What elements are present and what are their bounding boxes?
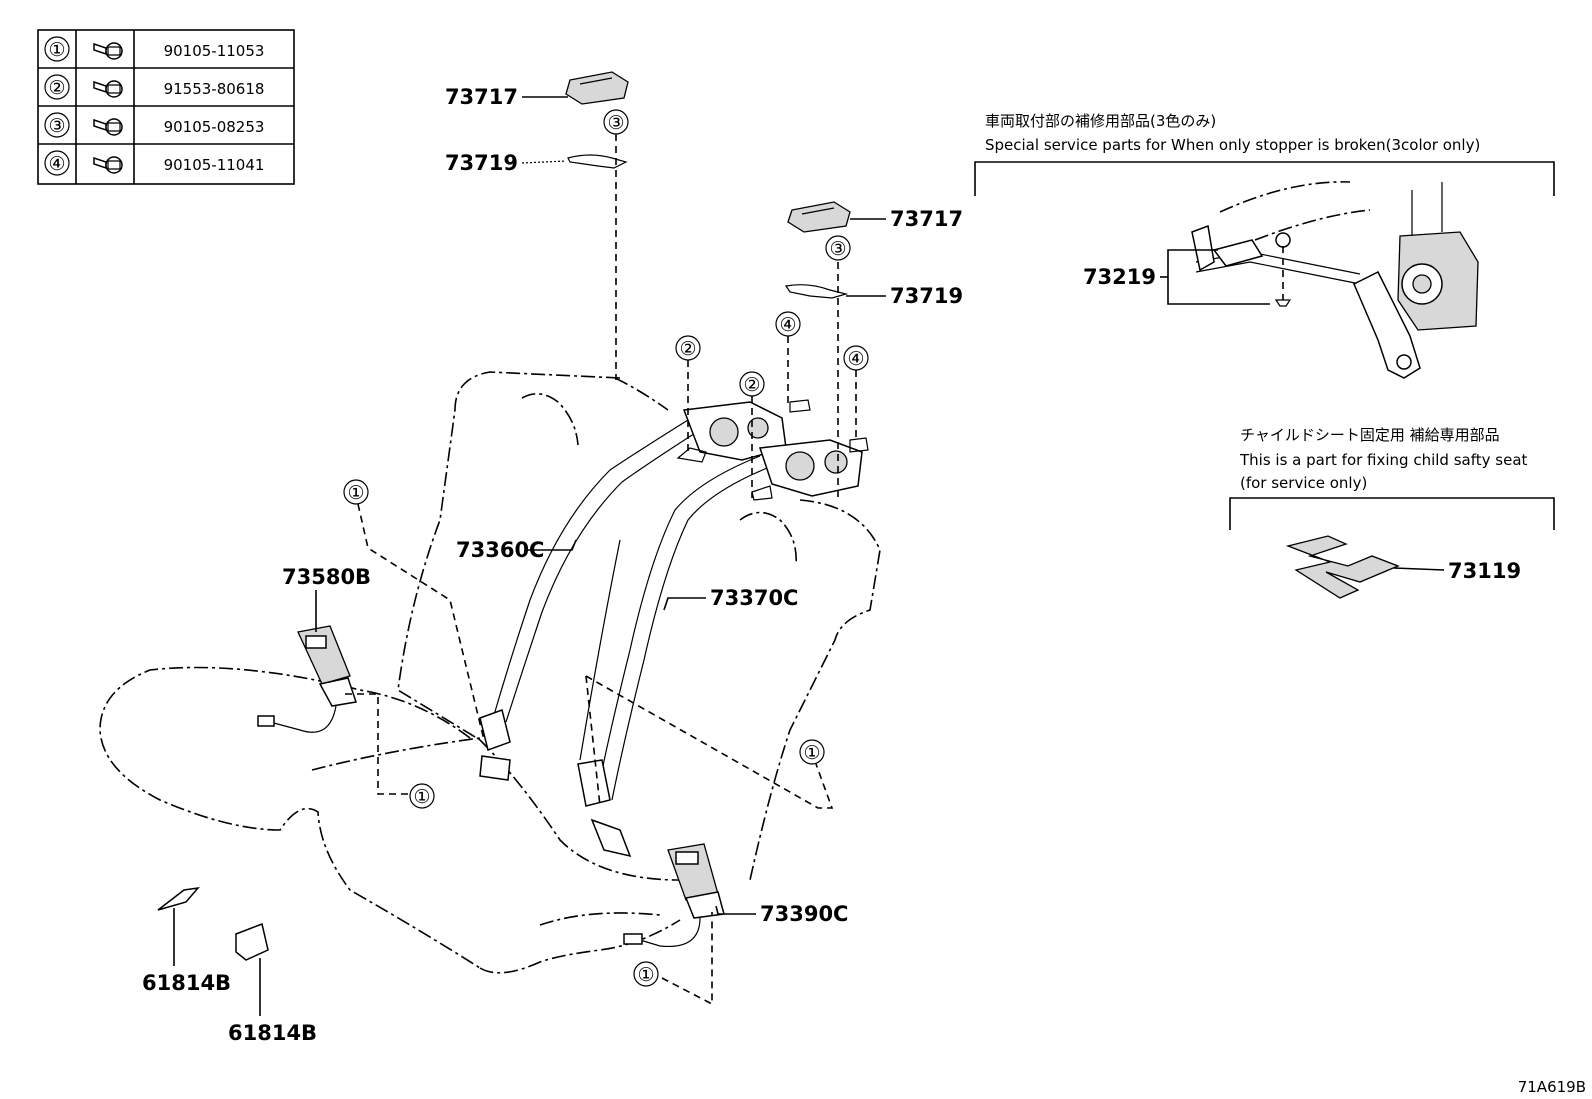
svg-text:②: ②: [679, 338, 696, 360]
label-73119: 73119: [1448, 559, 1521, 583]
svg-text:③: ③: [607, 112, 624, 134]
svg-text:①: ①: [637, 964, 654, 986]
cover-61814b-b: [235, 922, 269, 961]
bolt-row-1: ① 90105-11053: [44, 36, 265, 62]
right-cushion-outline: [479, 919, 681, 974]
bracket-73719-right: [784, 284, 849, 299]
buckle-73580b: [257, 625, 357, 733]
child-note-en-1: This is a part for fixing child safty se…: [1239, 451, 1528, 469]
cover-61814b-a: [157, 886, 200, 911]
callout-1-bottom: ①: [633, 961, 659, 987]
label-73370c: 73370C: [710, 586, 798, 610]
bolt-row-1-number: ①: [48, 39, 65, 61]
label-61814b-a: 61814B: [142, 971, 231, 995]
service-parts-panel: 車両取付部の補修用部品(3色のみ) Special service parts …: [974, 112, 1555, 379]
svg-text:①: ①: [347, 482, 364, 504]
callout-1-upper-left: ①: [343, 479, 369, 505]
callout-3-right: ③: [825, 235, 851, 261]
cover-73717-right: [787, 201, 851, 233]
right-seatback-outline: [749, 499, 881, 881]
svg-text:①: ①: [413, 786, 430, 808]
bolt-table: ① 90105-11053 ② 91553-80618 ③: [37, 29, 295, 185]
cover-73717-top: [565, 71, 629, 105]
svg-text:③: ③: [829, 238, 846, 260]
left-headrest-outline: [521, 393, 579, 446]
label-73717-top: 73717: [445, 85, 518, 109]
bolt-row-4-part: 90105-11041: [164, 156, 265, 174]
label-73580b: 73580B: [282, 565, 371, 589]
bolt-with-washer-icon: [93, 42, 123, 60]
label-73360c: 73360C: [456, 538, 544, 562]
callouts: ③ ③ ② ② ④ ④ ① ① ① ①: [343, 109, 869, 987]
figure-id: 71A619B: [1518, 1078, 1586, 1096]
part-labels: 73717 73719 73717 73719 73360C 73370C 73…: [142, 85, 963, 1045]
retractor-right: [751, 437, 869, 501]
plate-73119: [1285, 535, 1400, 599]
bolt-with-washer-icon: [93, 80, 123, 98]
right-headrest-outline: [739, 511, 797, 566]
callout-1-lower-left: ①: [409, 783, 435, 809]
child-seat-panel: チャイルドシート固定用 補給専用部品 This is a part for fi…: [1229, 426, 1555, 599]
bolt-row-2-number: ②: [48, 77, 65, 99]
bolt-with-washer-icon: [93, 118, 123, 136]
callout-3-top: ③: [603, 109, 629, 135]
label-61814b-b: 61814B: [228, 1021, 317, 1045]
svg-text:④: ④: [779, 314, 796, 336]
svg-text:②: ②: [743, 374, 760, 396]
svg-text:④: ④: [847, 348, 864, 370]
bolt-row-2: ② 91553-80618: [44, 74, 265, 100]
label-73719-top: 73719: [445, 151, 518, 175]
callout-4-right: ④: [843, 345, 869, 371]
retractor-left: [676, 399, 811, 463]
bolt-row-1-part: 90105-11053: [164, 42, 265, 60]
bolt-with-washer-icon: [93, 156, 123, 174]
bolt-row-3: ③ 90105-08253: [44, 112, 265, 138]
callout-1-right: ①: [799, 739, 825, 765]
callout-2-left: ②: [675, 335, 701, 361]
dashed-leaders: [345, 134, 857, 1006]
child-note-en-2: (for service only): [1240, 474, 1367, 492]
bracket-73719-top: [567, 154, 628, 169]
service-note-ja: 車両取付部の補修用部品(3色のみ): [985, 112, 1216, 130]
label-73390c: 73390C: [760, 902, 848, 926]
callout-2-right: ②: [739, 371, 765, 397]
callout-4-left: ④: [775, 311, 801, 337]
label-73219: 73219: [1083, 265, 1156, 289]
bolt-row-4: ④ 90105-11041: [44, 150, 265, 176]
belt-73370c: [577, 455, 773, 858]
service-note-en: Special service parts for When only stop…: [985, 136, 1480, 154]
bolt-row-3-number: ③: [48, 115, 65, 137]
left-seatback-outline: [397, 371, 621, 741]
buckle-73390c: [623, 843, 725, 948]
bolt-row-4-number: ④: [48, 153, 65, 175]
label-73719-right: 73719: [890, 284, 963, 308]
seat-outlines: [99, 371, 881, 974]
child-note-ja: チャイルドシート固定用 補給専用部品: [1240, 426, 1500, 444]
left-cushion-outline: [99, 666, 481, 969]
solid-leaders: [173, 96, 886, 1016]
svg-text:①: ①: [803, 742, 820, 764]
bolt-row-2-part: 91553-80618: [164, 80, 265, 98]
label-73717-right: 73717: [890, 207, 963, 231]
bolt-row-3-part: 90105-08253: [164, 118, 265, 136]
